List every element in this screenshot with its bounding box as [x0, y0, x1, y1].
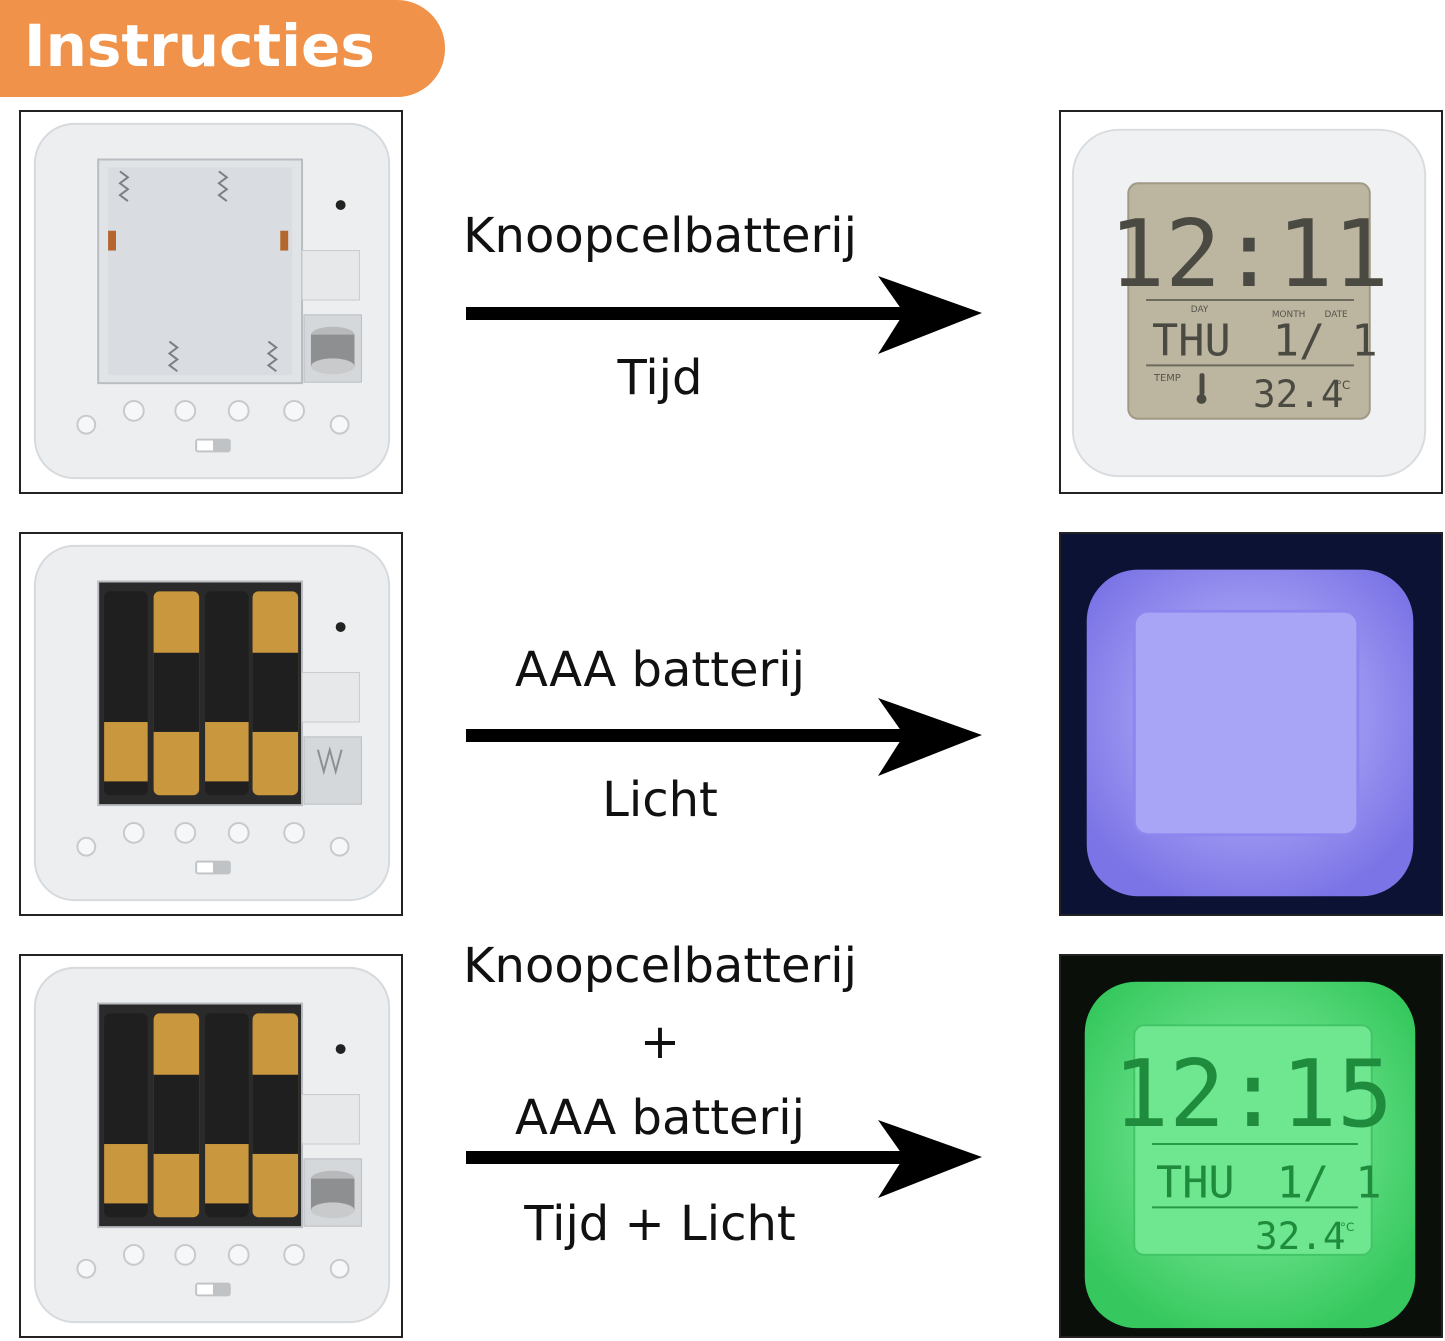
- label-aaa-batterij: AAA batterij: [515, 642, 805, 698]
- lcd-unit: °C: [1340, 1220, 1354, 1234]
- label-plus: +: [639, 1014, 681, 1070]
- lcd-temp-label: TEMP: [1153, 373, 1181, 384]
- lcd-day-label: DAY: [1191, 305, 1209, 315]
- label-tijd: Tijd: [617, 350, 703, 406]
- arrow-right-icon: [466, 1120, 982, 1198]
- label-aaa-batterij: AAA batterij: [515, 1090, 805, 1146]
- label-tijd-licht: Tijd + Licht: [524, 1196, 796, 1252]
- lcd-temp: 32.4: [1253, 372, 1344, 416]
- arrow-right-icon: [466, 698, 982, 776]
- battery-compartment-coin-image: [19, 110, 403, 494]
- label-licht: Licht: [602, 772, 718, 828]
- battery-compartment-both-image: [19, 954, 403, 1338]
- label-knoopcelbatterij: Knoopcelbatterij: [463, 938, 857, 994]
- clock-light-blue-image: [1059, 532, 1443, 916]
- lcd-temp: 32.4: [1255, 1214, 1346, 1258]
- arrow-right-icon: [466, 276, 982, 354]
- lcd-time: 12:15: [1113, 1040, 1393, 1148]
- lcd-month-date: 1/ 1: [1277, 1158, 1382, 1208]
- label-knoopcelbatterij: Knoopcelbatterij: [463, 208, 857, 264]
- lcd-date-label: DATE: [1325, 310, 1349, 320]
- lcd-day: THU: [1156, 1158, 1235, 1208]
- lcd-day: THU: [1152, 316, 1231, 366]
- lcd-time: 12:11: [1109, 200, 1389, 308]
- battery-compartment-aaa-image: [19, 532, 403, 916]
- lcd-unit: °C: [1336, 378, 1350, 392]
- lcd-month-label: MONTH: [1272, 310, 1305, 320]
- page-title: Instructies: [24, 12, 375, 80]
- clock-time-light-green-image: 12:15 THU 1/ 1 32.4 °C: [1059, 954, 1443, 1338]
- lcd-month-date: 1/ 1: [1273, 316, 1378, 366]
- clock-time-display-image: 12:11 DAY MONTH DATE THU 1/ 1 TEMP 32.4 …: [1059, 110, 1443, 494]
- header-badge: Instructies: [0, 0, 445, 97]
